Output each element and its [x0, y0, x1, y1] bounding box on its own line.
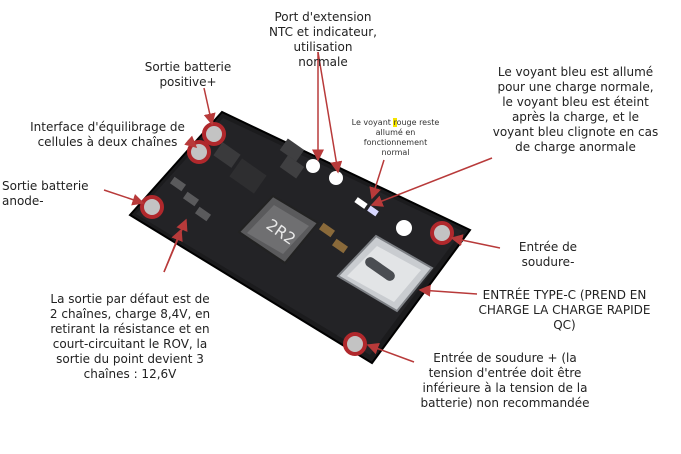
solder-pads [140, 122, 454, 356]
label-ntc-port: Port d'extension NTC et indicateur, util… [269, 10, 377, 69]
label-battery-anode: Sortie batterie anode- [2, 179, 89, 208]
label-blue-led: Le voyant bleu est allumé pour une charg… [492, 65, 659, 154]
label-type-c-input: ENTRÉE TYPE-C (PREND EN CHARGE LA CHARGE… [478, 288, 651, 332]
red-led-text-end: ouge reste allumé en fonctionnement norm… [363, 118, 440, 157]
ntc-hole-1 [306, 159, 320, 173]
mount-hole [396, 220, 412, 236]
pad-in-plus [343, 332, 367, 356]
pad-minus-b [140, 195, 164, 219]
annotation-arrows [103, 51, 501, 363]
red-led-text-start: Le voyant [351, 118, 394, 127]
label-balance-interface: Interface d'équilibrage de cellules à de… [30, 120, 185, 149]
label-battery-positive: Sortie batterie positive+ [144, 60, 232, 89]
label-solder-input-positive: Entrée de soudure + (la tension d'entrée… [420, 351, 590, 410]
pad-in-minus [430, 221, 454, 245]
label-default-output: La sortie par défaut est de 2 chaînes, c… [49, 292, 211, 381]
red-led-highlight: r [393, 118, 397, 127]
components [169, 138, 379, 254]
label-solder-input-negative: Entrée de soudure- [518, 240, 578, 269]
inductor: 2R2 [237, 194, 320, 265]
usb-c-connector [336, 234, 434, 313]
ntc-hole-2 [329, 171, 343, 185]
pad-b-plus [202, 122, 226, 146]
label-red-led: Le voyant rouge reste allumé en fonction… [343, 118, 448, 158]
